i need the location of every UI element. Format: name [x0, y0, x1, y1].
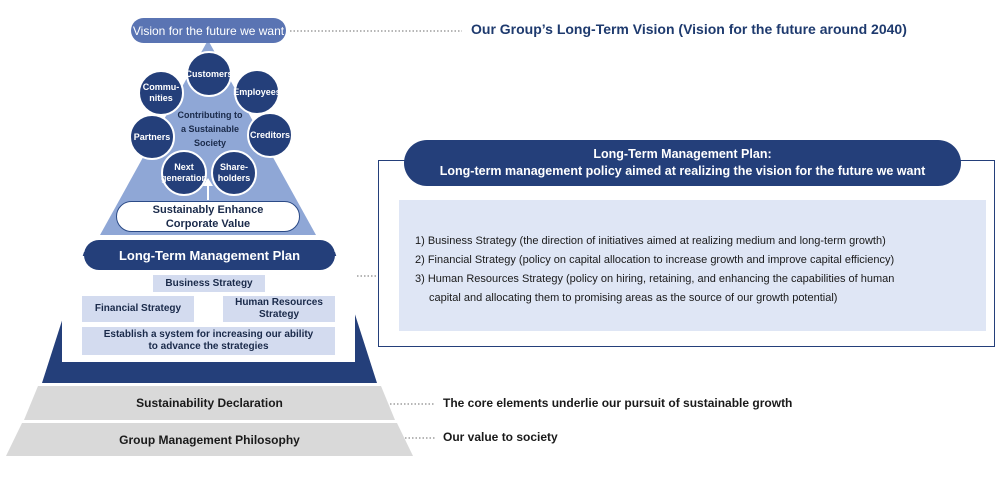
stakeholder-partners: Partners	[129, 114, 175, 160]
vision-pill: Vision for the future we want	[131, 18, 286, 43]
stakeholder-label: Partners	[133, 131, 171, 142]
sustainability-note: The core elements underlie our pursuit o…	[443, 396, 793, 410]
plan-item-hr: 3) Human Resources Strategy (policy on h…	[415, 273, 895, 285]
sustainability-band-shape	[24, 386, 395, 420]
plan-detail-subtitle: Long-term management policy aimed at rea…	[439, 164, 926, 178]
philosophy-band-shape	[6, 423, 413, 456]
stakeholder-label: Commu-nities	[142, 82, 180, 103]
plan-detail-title: Long-Term Management Plan:	[593, 147, 772, 161]
long-term-vision-title: Our Group’s Long-Term Vision (Vision for…	[471, 21, 907, 37]
plan-item-financial: 2) Financial Strategy (policy on capital…	[415, 254, 895, 266]
up-arrow-head	[203, 178, 213, 186]
stakeholder-label: Share-holders	[217, 162, 251, 183]
plan-detail-list: 1) Business Strategy (the direction of i…	[399, 200, 986, 331]
management-philosophy-band: Group Management Philosophy	[119, 432, 300, 447]
stakeholder-communities: Commu-nities	[138, 70, 184, 116]
stakeholder-customers: Customers	[185, 51, 233, 97]
sustainability-declaration-band: Sustainability Declaration	[136, 396, 283, 410]
stakeholder-label: Creditors	[249, 129, 290, 140]
stakeholder-employees: Employees	[233, 69, 281, 115]
business-strategy-box: Business Strategy	[153, 275, 265, 292]
vision-triangle	[100, 40, 316, 235]
plan-detail-title-pill: Long-Term Management Plan: Long-term man…	[404, 140, 961, 186]
long-term-plan-pill: Long-Term Management Plan	[84, 240, 335, 270]
stakeholder-label: Customers	[185, 68, 233, 79]
plan-item-business: 1) Business Strategy (the direction of i…	[415, 235, 886, 247]
center-contributing-text: Contributing to a Sustainable Society	[177, 110, 243, 148]
financial-strategy-box: Financial Strategy	[82, 296, 194, 322]
plan-item-hr-continued: capital and allocating them to promising…	[429, 292, 838, 304]
stakeholder-creditors: Creditors	[247, 112, 293, 158]
system-box: Establish a system for increasing our ab…	[82, 327, 335, 355]
stakeholder-shareholders: Share-holders	[211, 150, 257, 196]
stakeholder-label: Employees	[233, 86, 281, 97]
philosophy-note: Our value to society	[443, 430, 558, 444]
